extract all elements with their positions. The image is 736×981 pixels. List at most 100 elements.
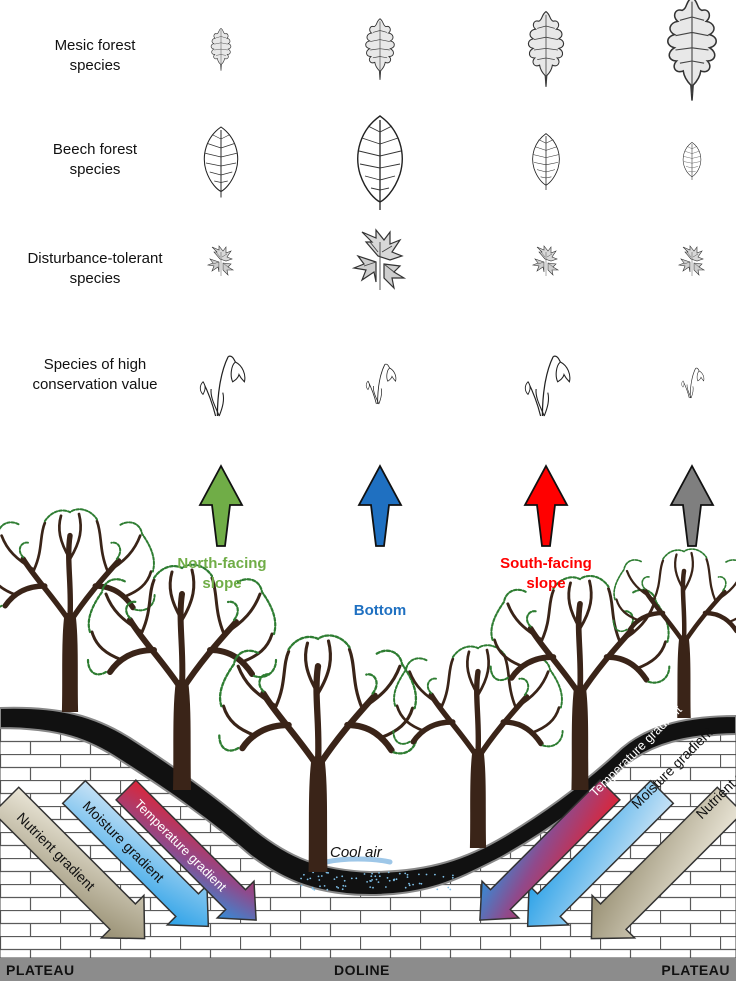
row-label-mesic: Mesic forest species [0,36,190,76]
cool-air-dot [406,873,409,876]
cool-air-dot [300,884,303,887]
soil-layer [0,706,736,897]
disturbance-species-icon [678,245,705,277]
cool-air-dot [408,884,411,887]
cool-air-dot [343,879,346,882]
slope-label-line: South-facing [500,555,592,572]
cool-air-dot [398,872,401,875]
cool-air-dot [374,875,377,878]
row-label-line: species [69,161,121,178]
cool-air-label: Cool air [330,844,382,861]
cool-air-dot [406,876,409,878]
cool-air-dot [378,875,381,878]
slope-position-arrows [198,464,715,547]
cool-air-dot [375,878,378,881]
cool-air-dot [337,887,340,889]
conservation-species-icon [199,355,246,417]
plateau-left-label: PLATEAU [6,962,75,978]
cool-air-dot [412,883,414,886]
cool-air-dot [451,876,454,879]
beech-species-icon [357,115,403,211]
cool-air-dot [342,884,345,887]
cool-air-dot [404,886,407,889]
cool-air-dot [335,886,338,888]
cool-air-dot [370,875,373,878]
cool-air-dot [386,877,389,879]
conservation-species-icon [524,355,571,417]
cool-air-dot [309,877,312,880]
cool-air-dot [418,873,420,876]
cool-air-dot [436,888,439,891]
cool-air-dot [372,886,374,889]
mesic-species-icon [365,18,395,81]
south-slope-label: South-facing slope [484,554,608,594]
slope-arrow [357,464,403,547]
cool-air-dot [420,882,423,885]
north-slope-label: North-facing slope [160,554,284,594]
cool-air-dot [319,885,321,888]
row-label-line: species [69,270,121,287]
cool-air-dot [311,887,314,890]
cool-air-dot [449,888,452,891]
row-label-beech: Beech forest species [0,140,190,180]
slope-arrow [669,464,715,547]
conservation-species-icon [681,367,705,399]
cool-air-dot [313,888,316,891]
beech-species-icon [203,126,239,199]
cool-air-dot [320,875,323,877]
cool-air-dot [303,873,305,876]
tree [0,509,155,712]
row-label-disturbance: Disturbance-tolerant species [0,249,190,289]
cool-air-dot [323,885,326,887]
row-label-line: Disturbance-tolerant [27,250,163,267]
cool-air-dot [341,875,344,878]
base-band [0,958,736,981]
cool-air-dot [350,877,353,880]
slope-arrow [198,464,244,547]
cool-air-dot [355,877,358,880]
cool-air-dot [377,881,380,883]
cool-air-dot [300,877,302,880]
cool-air-dot [434,873,436,876]
row-label-line: species [69,57,121,74]
cool-air-dot [371,879,373,881]
conservation-species-icon [365,363,397,405]
cool-air-dot [425,873,428,876]
slope-label-line: North-facing [177,555,267,572]
cool-air-dot [335,876,338,879]
disturbance-species-icon [207,245,234,277]
cool-air-dot [395,878,398,881]
species-icon-grid [199,0,717,417]
bottom-label: Bottom [353,602,407,619]
cool-air-dot [341,888,344,891]
cool-air-dot [318,879,321,881]
doline-label: DOLINE [334,962,390,978]
beech-species-icon [682,142,702,181]
cool-air-dot [369,886,372,888]
cool-air-dot [447,886,450,889]
slope-arrow [523,464,569,547]
cool-air-dot [404,872,407,875]
disturbance-species-icon [532,245,559,277]
cool-air-dot [333,878,336,880]
mesic-species-icon [210,28,232,72]
cool-air-dot [418,882,421,885]
slope-label-line: slope [526,575,566,592]
cool-air-pool [300,856,454,891]
row-label-line: conservation value [32,376,158,393]
cool-air-dot [452,874,454,877]
mesic-species-icon [527,11,565,88]
cool-air-dot [366,881,368,883]
beech-species-icon [532,133,560,191]
row-label-conservation: Species of high conservation value [0,355,190,395]
cool-air-dot [378,872,380,874]
cool-air-dot [371,872,373,875]
cool-air-dot [385,886,387,888]
cool-air-dot [326,888,329,891]
cool-air-dot [387,871,390,874]
cool-air-dot [369,880,371,882]
row-label-line: Mesic forest [54,37,136,54]
mesic-species-icon [667,0,717,102]
cool-air-dot [344,885,347,887]
cool-air-dot [388,879,391,882]
